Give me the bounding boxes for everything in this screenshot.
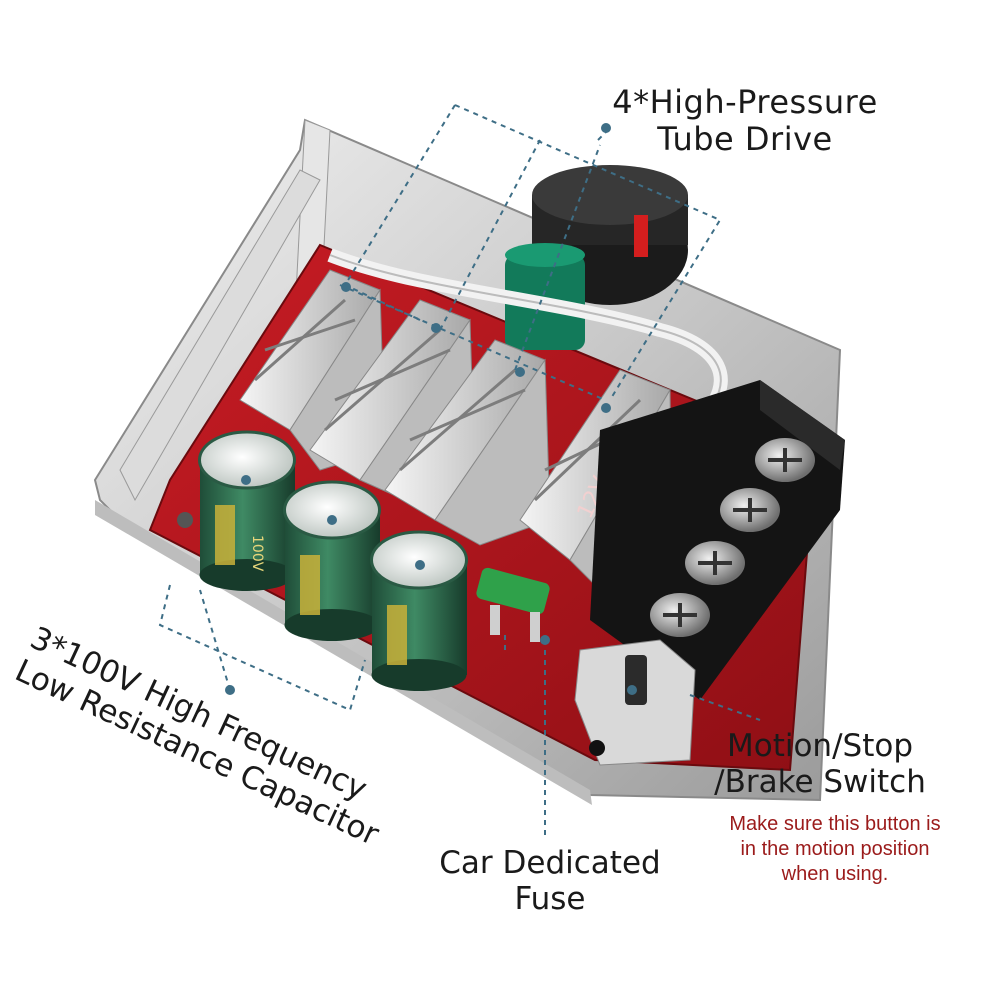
capacitor-2: [283, 480, 381, 641]
callout-switch: Motion/Stop /Brake Switch: [700, 728, 940, 800]
switch-usage-note: Make sure this button is in the motion p…: [690, 812, 980, 887]
capacitor-3: [370, 530, 468, 691]
potentiometer-knob: [532, 165, 688, 305]
callout-dots: [225, 123, 637, 695]
capacitor-1: 100V: [198, 430, 296, 591]
callout-switch-line2: /Brake Switch: [714, 764, 926, 800]
callout-drive: 4*High-Pressure Tube Drive: [600, 84, 890, 158]
terminal-screw-3: [685, 541, 745, 585]
switch-note-line1: Make sure this button is: [729, 813, 941, 835]
callout-switch-line1: Motion/Stop: [726, 728, 913, 764]
callout-fuse-line2: Fuse: [514, 881, 586, 917]
car-fuse: [476, 567, 550, 642]
callout-drive-line2: Tube Drive: [657, 120, 833, 158]
switch-note-line3: when using.: [781, 863, 889, 885]
callout-drive-line1: 4*High-Pressure: [612, 83, 878, 121]
terminal-screw-1: [755, 438, 815, 482]
terminal-screw-4: [650, 593, 710, 637]
heatsink-3: [384, 339, 551, 546]
terminal-screw-2: [720, 488, 780, 532]
motion-stop-switch: [574, 639, 696, 766]
mount-hole: [589, 740, 605, 756]
callout-fuse-line1: Car Dedicated: [439, 845, 661, 881]
capacitor-rating: 100V: [249, 535, 265, 572]
callout-fuse: Car Dedicated Fuse: [425, 845, 675, 917]
switch-note-line2: in the motion position: [740, 838, 930, 860]
mount-hole: [177, 512, 193, 528]
